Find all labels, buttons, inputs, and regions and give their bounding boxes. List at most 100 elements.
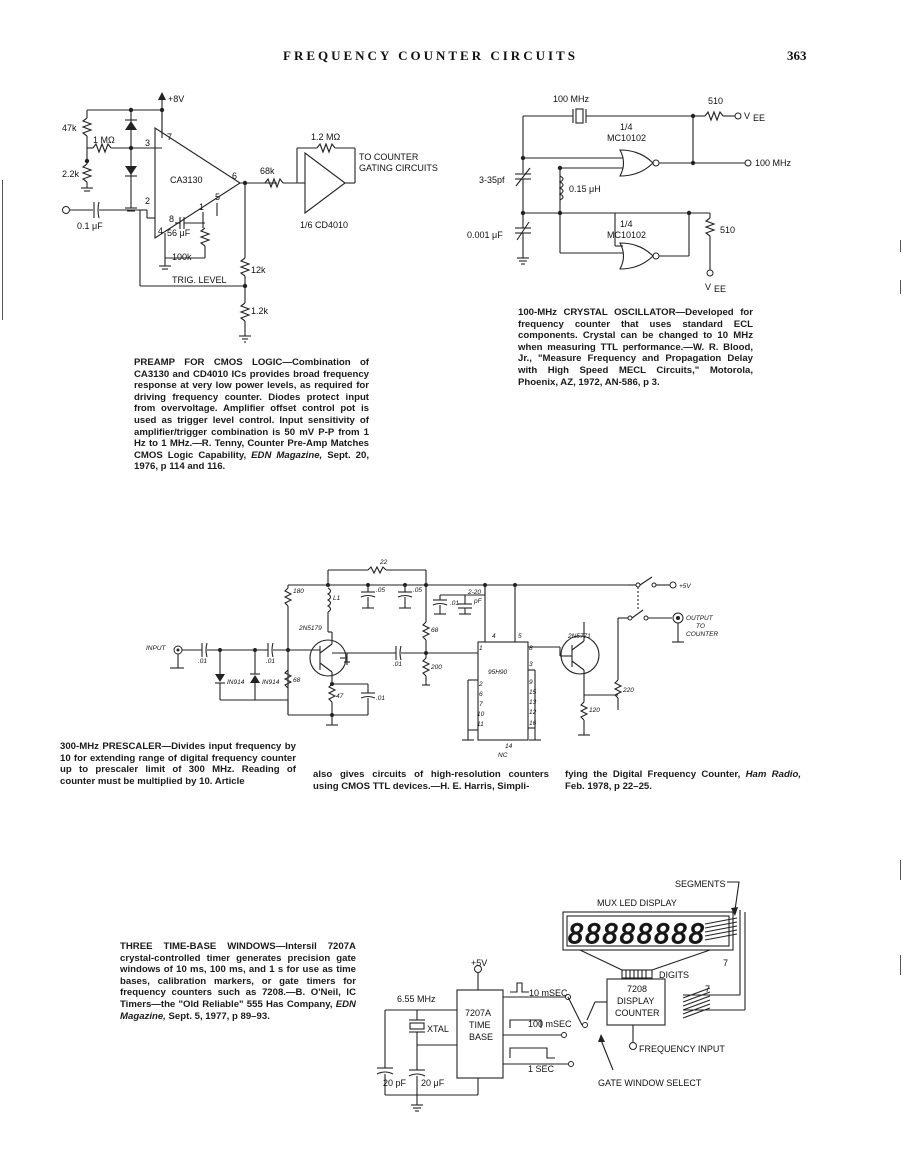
- label-gate1a: 1/4: [620, 122, 633, 132]
- pin12: 12: [529, 709, 537, 716]
- label-cnt2: DISPLAY: [617, 996, 654, 1006]
- label-c01c: .01: [266, 658, 275, 665]
- pin5: 5: [215, 192, 220, 202]
- prescaler-caption-col1: 300-MHz PRESCALER—Divides input frequenc…: [60, 741, 296, 787]
- oscillator-caption-title: 100-MHz CRYSTAL OSCILLATOR: [518, 307, 676, 318]
- label-d2: IN914: [262, 679, 280, 686]
- label-cnt1: 7208: [627, 984, 647, 994]
- preamp-schematic: +8V 47k 1 MΩ 2.2k 0.1 μF CA3130 7 3 2 TR…: [62, 92, 438, 343]
- pin10: 10: [477, 711, 485, 718]
- margin-mark: [900, 240, 901, 252]
- prescaler-caption-source: Ham Radio,: [745, 769, 801, 780]
- label-c0001: 0.001 μF: [467, 230, 503, 240]
- pin2: 2: [145, 196, 150, 206]
- label-c335: 3-35pf: [479, 175, 505, 185]
- label-trig: TRIG. LEVEL: [172, 275, 227, 285]
- label-output3: COUNTER: [686, 631, 718, 638]
- label-seven1: 7: [723, 958, 728, 968]
- preamp-caption-title: PREAMP FOR CMOS LOGIC: [134, 357, 283, 368]
- label-gatesel: GATE WINDOW SELECT: [598, 1078, 702, 1088]
- label-1m: 1 MΩ: [93, 135, 115, 145]
- label-w100: 100 mSEC: [528, 1019, 572, 1029]
- margin-mark: [900, 860, 901, 880]
- margin-mark: [900, 280, 901, 294]
- label-vee1-sub: EE: [753, 113, 765, 123]
- oscillator-caption-body: —Developed for frequency counter that us…: [518, 307, 753, 388]
- label-r220: 220: [622, 687, 634, 694]
- preamp-caption: PREAMP FOR CMOS LOGIC—Combination of CA3…: [134, 357, 369, 473]
- pin11: 11: [477, 721, 484, 728]
- prescaler-caption-body2: also gives circuits of high-resolution c…: [313, 769, 549, 792]
- prescaler-caption-col3: fying the Digital Frequency Counter, Ham…: [565, 769, 801, 792]
- label-q1: 2N5179: [298, 625, 322, 632]
- label-w10: 10 mSEC: [529, 988, 568, 998]
- pin6: 6: [479, 691, 483, 698]
- label-c56: 56 μF: [167, 228, 191, 238]
- label-c05b: .05: [413, 587, 422, 594]
- label-tocounter2: GATING CIRCUITS: [359, 163, 438, 173]
- label-vee2: V: [705, 282, 711, 292]
- preamp-caption-source: EDN Magazine,: [251, 449, 323, 461]
- label-22k: 2.2k: [62, 169, 80, 179]
- prescaler-caption-col2: also gives circuits of high-resolution c…: [313, 769, 549, 792]
- label-c01b: .01: [198, 658, 207, 665]
- timebase-caption-source: EDN Magazine,: [120, 998, 356, 1022]
- label-l015: 0.15 μH: [569, 184, 601, 194]
- pin14: 14: [505, 743, 513, 750]
- label-gate2a: 1/4: [620, 219, 633, 229]
- label-output2: TO: [696, 623, 705, 630]
- label-output1: OUTPUT: [686, 615, 714, 622]
- label-seven2: 7: [705, 984, 710, 994]
- label-c05a: .05: [376, 587, 385, 594]
- label-input: INPUT: [146, 645, 167, 652]
- pin7: 7: [167, 132, 172, 142]
- timebase-schematic: SEGMENTS MUX LED DISPLAY 88888888 DIGITS…: [376, 879, 746, 1112]
- pin3: 3: [145, 138, 150, 148]
- label-d1: IN914: [227, 679, 245, 686]
- label-r68a: 68: [431, 627, 439, 634]
- oscillator-schematic: 100 MHz 510 V EE 1/4 MC10102 100 MHz 3-3…: [467, 94, 792, 294]
- led-digits: 88888888: [568, 919, 706, 950]
- pin9: 9: [529, 679, 533, 686]
- prescaler-schematic: 22 180 L1 .05 .05 .01 2-20 pF 68: [146, 559, 718, 759]
- label-510b: 510: [720, 225, 735, 235]
- label-c01a: .01: [450, 600, 459, 607]
- label-100k: 100k: [172, 252, 192, 262]
- pin7: 7: [479, 701, 483, 708]
- label-ic2: TIME: [469, 1020, 491, 1030]
- label-segments: SEGMENTS: [675, 879, 726, 889]
- label-r180: 180: [293, 588, 304, 595]
- label-r68b: 68: [293, 677, 301, 684]
- timebase-caption-tail: Sept. 5, 1977, p 89–93.: [165, 1010, 270, 1022]
- prescaler-caption-body1: —Divides input frequency by 10 for exten…: [60, 741, 296, 787]
- label-12k: 12k: [251, 265, 266, 275]
- pin1: 1: [199, 202, 204, 212]
- label-pf: pF: [473, 598, 483, 605]
- pin2: 2: [478, 681, 483, 688]
- label-c01e: .01: [393, 661, 402, 668]
- timebase-caption-body: —Intersil 7207A crystal-controlled timer…: [120, 941, 356, 1010]
- label-xtal: XTAL: [427, 1024, 449, 1034]
- label-freqin: FREQUENCY INPUT: [639, 1044, 725, 1054]
- pin4: 4: [158, 226, 163, 236]
- page-number: 363: [787, 48, 807, 63]
- pin6: 6: [232, 171, 237, 181]
- label-gate1b: MC10102: [607, 133, 646, 143]
- pin8: 8: [169, 214, 174, 224]
- label-r47: 47: [336, 693, 344, 700]
- label-digits: DIGITS: [659, 970, 689, 980]
- label-c01d: .01: [376, 695, 385, 702]
- label-nc: NC: [498, 752, 508, 759]
- pin1: 1: [479, 645, 483, 652]
- label-q2: 2N5771: [567, 633, 591, 640]
- label-mux: MUX LED DISPLAY: [597, 898, 677, 908]
- label-ca3130: CA3130: [170, 175, 203, 185]
- label-out100mhz: 100 MHz: [755, 158, 792, 168]
- label-r200: 200: [430, 664, 442, 671]
- label-r120: 120: [589, 707, 600, 714]
- oscillator-caption: 100-MHz CRYSTAL OSCILLATOR—Developed for…: [518, 307, 753, 388]
- label-ic: 95H90: [488, 669, 508, 676]
- label-12m: 1.2 MΩ: [311, 132, 341, 142]
- timebase-caption-title: THREE TIME-BASE WINDOWS: [120, 941, 276, 952]
- label-c20b: 20 μF: [421, 1078, 445, 1088]
